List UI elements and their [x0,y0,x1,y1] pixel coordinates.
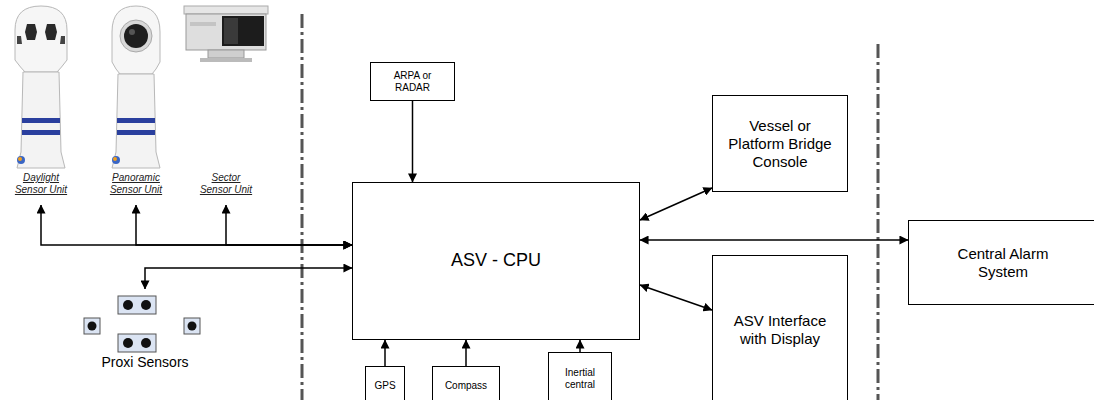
signal-arrow [226,205,352,245]
sector-illustration [178,2,274,172]
signal-arrow [465,340,467,366]
daylight-illustration [5,2,77,172]
input-box: GPS [365,366,405,400]
box-label: Central Alarm System [948,245,1058,281]
box-label: Vessel or Platform Bridge Console [728,117,832,171]
signal-arrow [640,188,712,220]
box-label: Inertial central [558,367,603,391]
sensor-caption: Sector Sensor Unit [196,172,256,195]
sensor-caption: Panoramic Sensor Unit [106,172,166,195]
alarm-box: Central Alarm System [908,220,1094,305]
sensor-caption: Daylight Sensor Unit [11,172,71,195]
input-box: ARPA or RADAR [370,62,455,101]
signal-arrow [136,205,352,245]
dash-dot-separator [877,44,880,400]
cpu-box: ASV - CPU [352,182,640,340]
box-label: Compass [445,380,487,392]
signal-arrow [579,340,581,352]
signal-arrow [640,239,908,241]
signal-arrow [412,101,414,182]
proximity-sensors: Proxi Sensors [80,292,210,378]
box-label: ASV Interface with Display [725,312,835,348]
proxi-illustration [80,292,210,354]
signal-arrow [640,285,712,310]
input-box: Inertial central [548,352,612,400]
sensor-unit: Daylight Sensor Unit [5,2,77,202]
sensor-caption: Proxi Sensors [101,354,188,371]
input-box: Compass [432,366,500,400]
sensor-unit: Panoramic Sensor Unit [100,2,172,202]
box-label: ARPA or RADAR [388,70,438,94]
dash-dot-separator [301,14,304,400]
sensor-unit: Sector Sensor Unit [178,2,274,202]
box-label: GPS [374,380,395,392]
signal-arrow [145,268,352,289]
panoramic-illustration [100,2,172,172]
signal-arrow [41,205,352,245]
signal-arrow [384,340,386,366]
console-box: Vessel or Platform Bridge Console [712,95,848,192]
box-label: ASV - CPU [451,250,541,272]
display-box: ASV Interface with Display [712,255,848,400]
